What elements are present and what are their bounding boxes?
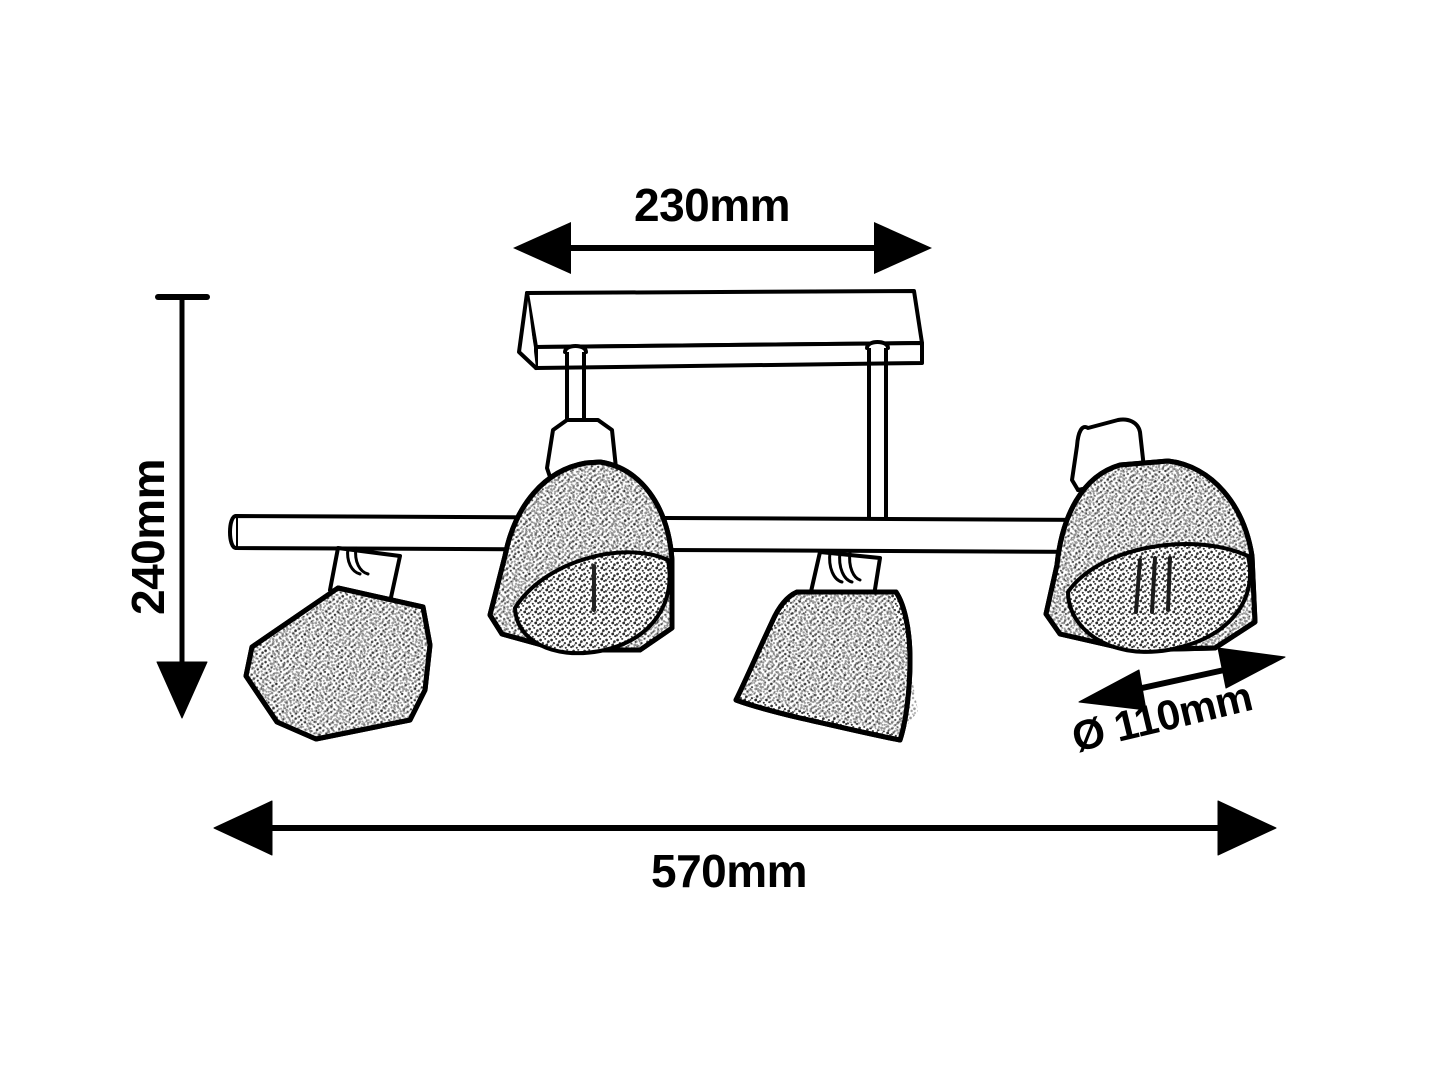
dimension-label-570mm: 570mm	[651, 845, 808, 897]
dimension-label-240mm: 240mm	[122, 269, 174, 615]
ceiling-mount-plate	[517, 289, 924, 370]
dimension-arrow-240mm	[155, 294, 210, 719]
lamp-1	[243, 546, 433, 742]
mount-stem-left	[563, 344, 588, 422]
lamp-4-bulb	[1134, 556, 1172, 614]
mount-stem-right	[865, 340, 890, 542]
dimension-arrow-110mm	[1078, 647, 1286, 711]
dimension-arrow-570mm	[213, 800, 1277, 856]
lamp-3	[733, 550, 918, 743]
dimension-label-240mm-text: 240mm	[122, 458, 174, 615]
dimension-arrow-230mm	[513, 222, 932, 274]
lamp-2	[487, 418, 675, 656]
dimension-label-230mm: 230mm	[634, 179, 791, 231]
lamp-4	[1043, 417, 1258, 654]
lamp-4-opening	[1066, 542, 1253, 654]
